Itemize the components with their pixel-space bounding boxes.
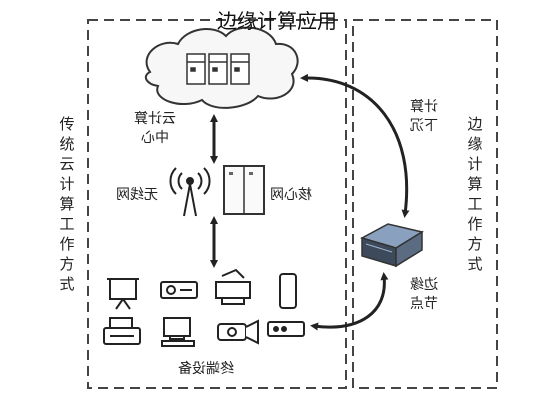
- traditional-cloud-label: 传统云计算工作方式: [59, 115, 75, 293]
- edge-computing-mode-label: 边缘计算工作方式: [467, 115, 483, 273]
- core-network-icon: [223, 165, 265, 215]
- camera-icon: [217, 319, 259, 345]
- wireless-label: 无线网: [116, 186, 158, 205]
- fax-icon: [103, 317, 141, 345]
- compute-sink-text: 计算下沉: [410, 99, 438, 134]
- server-rack-icon: [186, 53, 250, 85]
- cloud-center-text: 云计算中心: [134, 111, 176, 146]
- printer-icon: [215, 268, 251, 305]
- terminal-devices-text: 终端设备: [178, 361, 234, 377]
- edge-terminal-curve-arrow: [310, 272, 389, 331]
- cloud-center-label: 云计算中心: [130, 110, 180, 148]
- core-network-text: 核心网: [270, 187, 312, 203]
- wireless-tower-icon: [169, 167, 211, 217]
- edge-node-text: 边缘节点: [410, 277, 438, 312]
- terminal-devices-label: 终端设备: [178, 360, 234, 379]
- projector-screen-icon: [107, 278, 139, 310]
- desktop-computer-icon: [161, 317, 195, 347]
- edge-node-label: 边缘节点: [406, 276, 438, 314]
- projector-icon: [160, 281, 198, 299]
- edge-server-icon: [360, 223, 424, 268]
- compute-sink-label: 计算下沉: [406, 98, 438, 136]
- core-network-label: 核心网: [270, 186, 312, 205]
- phone-icon: [279, 273, 297, 309]
- diagram-title: 边缘计算应用: [217, 9, 337, 33]
- wireless-text: 无线网: [116, 187, 158, 203]
- router-icon: [267, 321, 305, 337]
- cloud-edge-curve-arrow: [300, 73, 410, 218]
